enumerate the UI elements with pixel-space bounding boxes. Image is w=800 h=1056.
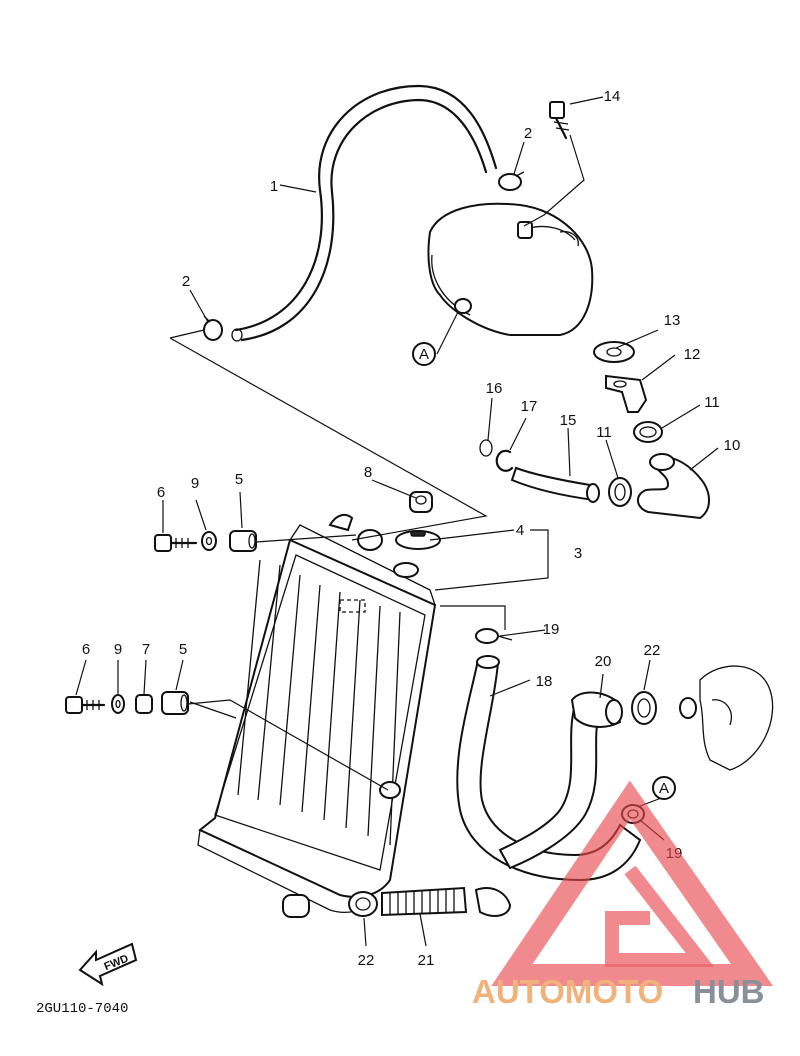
callout-11: 11: [596, 424, 612, 441]
watermark-text-auto: AUTOMOTO: [472, 973, 663, 1010]
rubber-damper: [229, 530, 257, 552]
reference-marker-a: A: [652, 776, 676, 800]
reservoir-bolt: [549, 101, 570, 140]
diagram-code: 2GU110-7040: [36, 1001, 128, 1017]
callout-20: 20: [595, 653, 612, 670]
automotohub-logo: [491, 780, 774, 986]
hose-clamp: [631, 691, 657, 725]
callout-18: 18: [536, 673, 553, 690]
hose-clamp: [348, 891, 378, 917]
callout-10: 10: [724, 437, 741, 454]
callout-6: 6: [82, 641, 90, 658]
watermark-text-hub: HUB: [693, 973, 765, 1010]
svg-text:A: A: [419, 346, 429, 363]
hose-clamp: [633, 421, 663, 443]
o-ring: [479, 439, 493, 457]
callout-4: 4: [516, 522, 524, 539]
overflow-hose: [231, 84, 498, 342]
mount-bolt: [154, 534, 198, 552]
callout-2: 2: [524, 125, 532, 142]
callout-22: 22: [644, 642, 661, 659]
collar: [135, 694, 153, 714]
callout-1: 1: [270, 178, 278, 195]
hose-clamp: [608, 477, 632, 507]
callout-13: 13: [664, 312, 681, 329]
callout-5: 5: [179, 641, 187, 658]
washer: [201, 531, 217, 551]
callout-11: 11: [704, 394, 720, 411]
callout-17: 17: [521, 398, 538, 415]
callout-labels: 1 2 2 3 4 5 5 6 6 7 8 9 9 10 11 11 12 13…: [82, 88, 741, 969]
reservoir-bracket: [605, 374, 648, 413]
callout-3: 3: [574, 545, 582, 562]
rubber-damper: [161, 691, 189, 715]
callout-19: 19: [543, 621, 560, 638]
washer: [111, 694, 125, 714]
callout-14: 14: [604, 88, 621, 105]
callout-9: 9: [114, 641, 122, 658]
engine-fitting: [679, 665, 774, 771]
hose-clamp: [498, 171, 525, 191]
callout-5: 5: [235, 471, 243, 488]
forward-arrow-icon: FWD: [78, 942, 138, 987]
elbow-hose: [637, 453, 710, 520]
callout-9: 9: [191, 475, 199, 492]
radiator-union: [409, 491, 433, 513]
callout-8: 8: [364, 464, 372, 481]
hose-clamp: [475, 628, 513, 644]
circlip: [495, 449, 514, 472]
callout-15: 15: [560, 412, 577, 429]
engine-hose: [498, 691, 623, 870]
callout-12: 12: [684, 346, 701, 363]
reference-marker-a: A: [412, 342, 436, 366]
radiator: [197, 513, 441, 918]
small-hose: [510, 466, 600, 503]
mount-bolt: [65, 696, 106, 714]
callout-16: 16: [486, 380, 503, 397]
grommet: [593, 341, 635, 363]
callout-7: 7: [142, 641, 150, 658]
callout-6: 6: [157, 484, 165, 501]
callout-21: 21: [418, 952, 435, 969]
svg-text:A: A: [659, 780, 669, 797]
radiator-hose: [456, 655, 642, 882]
callout-22: 22: [358, 952, 375, 969]
corrugated-hose: [381, 886, 512, 917]
callout-2: 2: [182, 273, 190, 290]
coolant-reservoir-tank: [427, 202, 594, 336]
